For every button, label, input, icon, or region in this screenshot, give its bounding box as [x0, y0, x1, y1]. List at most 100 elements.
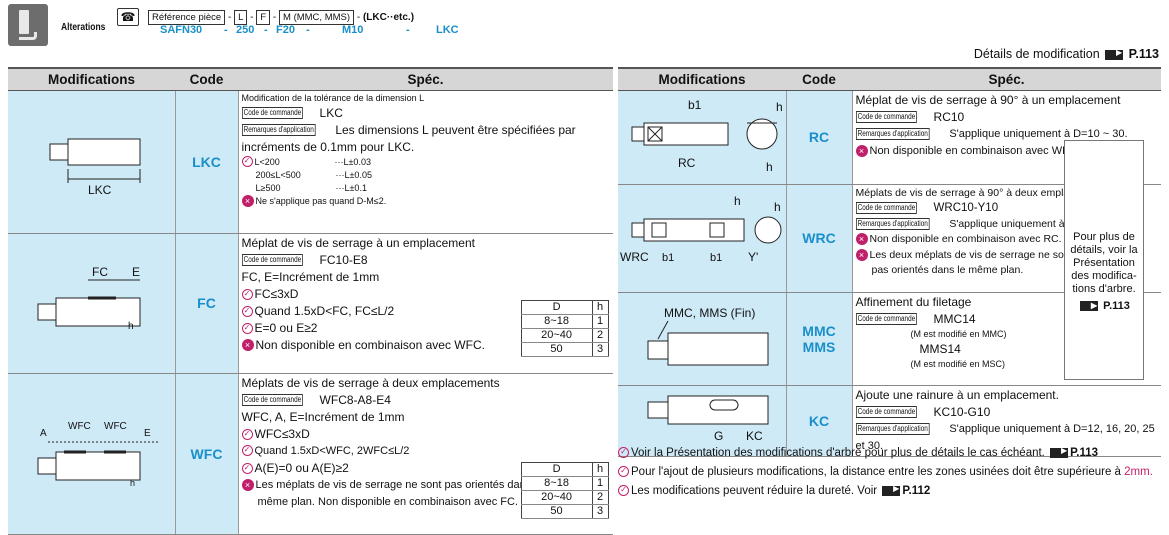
- dim-label: LKC: [88, 183, 112, 197]
- check-icon: ✓: [241, 322, 253, 334]
- left-spec-table: Modifications Code Spéc. LKC LKC Modific…: [8, 67, 613, 535]
- svg-text:G: G: [714, 429, 723, 443]
- phone-icon: ☎: [117, 8, 139, 26]
- page-ref-icon: [1105, 48, 1124, 60]
- page-ref-icon: [1080, 299, 1099, 312]
- table-row: A WFC WFC E h WFC Méplats de vis de serr…: [8, 373, 613, 535]
- wfc-shaft-drawing: A WFC WFC E h: [37, 421, 158, 488]
- svg-text:A: A: [40, 428, 47, 439]
- footnote: ✓Les modifications peuvent réduire la du…: [618, 484, 930, 497]
- col-modifications: Modifications: [8, 67, 175, 91]
- svg-text:h: h: [128, 321, 134, 332]
- svg-text:b1: b1: [688, 98, 702, 112]
- fc-shaft-drawing: FC E h: [37, 265, 141, 332]
- check-icon: ✓: [241, 445, 253, 457]
- side-note: Pour plus de détails, voir la Présentati…: [1064, 140, 1144, 380]
- svg-text:FC: FC: [92, 265, 108, 279]
- footnote: ✓Pour l'ajout de plusieurs modifications…: [618, 466, 1153, 478]
- part-value: F20: [276, 24, 295, 36]
- page-ref-icon: [882, 484, 901, 496]
- svg-text:E: E: [132, 265, 140, 279]
- alterations-logo-icon: [8, 4, 48, 46]
- svg-text:KC: KC: [746, 429, 763, 443]
- field-label: F: [256, 10, 271, 25]
- fc-description: Méplat de vis de serrage à un emplacemen…: [238, 233, 613, 374]
- page-ref-icon: [1050, 446, 1069, 458]
- fc-drawing: FC E h: [8, 233, 176, 374]
- svg-text:MMC, MMS (Fin): MMC, MMS (Fin): [664, 306, 755, 320]
- col-modifications: Modifications: [618, 67, 786, 91]
- table-row: b1 h RC h RC Méplat de vis de serrage à …: [618, 90, 1161, 185]
- footnote: ✓Voir la Présentation des modifications …: [618, 446, 1098, 459]
- svg-text:h: h: [774, 200, 781, 214]
- detail-link[interactable]: Détails de modification P.113: [974, 47, 1159, 61]
- field-label: M (MMC, MMS): [279, 10, 355, 25]
- code-wrc: WRC: [786, 184, 853, 293]
- lkc-shaft-drawing: LKC: [49, 138, 141, 197]
- check-icon: ✓: [241, 462, 253, 474]
- part-value: 250: [236, 24, 255, 36]
- svg-text:WRC: WRC: [620, 250, 649, 264]
- section-label: Alterations: [61, 22, 106, 33]
- part-number-header: Référence pièce - L - F - M (MMC, MMS) -…: [148, 10, 414, 25]
- code-rc: RC: [786, 90, 853, 185]
- mmc-shaft-drawing: MMC, MMS (Fin): [647, 306, 769, 365]
- col-spec: Spéc.: [852, 67, 1161, 91]
- prohibited-icon: ×: [241, 195, 254, 208]
- lkc-description: Modification de la tolérance de la dimen…: [238, 90, 613, 234]
- col-code: Code: [175, 67, 238, 91]
- col-code: Code: [786, 67, 852, 91]
- mmc-drawing: MMC, MMS (Fin): [618, 292, 787, 386]
- svg-text:Y': Y': [748, 250, 758, 264]
- svg-text:h: h: [766, 160, 773, 174]
- svg-text:WFC: WFC: [104, 421, 127, 432]
- svg-text:h: h: [734, 194, 741, 208]
- check-icon: ✓: [241, 155, 253, 167]
- kc-drawing: G KC: [618, 385, 787, 457]
- svg-text:h: h: [776, 100, 783, 114]
- prohibited-icon: ×: [241, 478, 254, 491]
- check-icon: ✓: [618, 466, 629, 478]
- wrc-shaft-drawing: h h WRC b1 b1 Y': [620, 194, 782, 264]
- check-icon: ✓: [241, 305, 253, 317]
- code-wfc: WFC: [175, 373, 239, 535]
- check-icon: ✓: [618, 485, 629, 497]
- kc-description: Ajoute une rainure à un emplacement. Cod…: [852, 385, 1161, 457]
- field-label: L: [234, 10, 248, 25]
- part-value: SAFN30: [160, 24, 203, 36]
- part-value: LKC: [436, 24, 459, 36]
- check-icon: ✓: [241, 428, 253, 440]
- field-label: Référence pièce: [148, 10, 226, 25]
- code-fc: FC: [175, 233, 239, 374]
- col-spec: Spéc.: [238, 67, 613, 91]
- code-lkc: LKC: [175, 90, 239, 234]
- svg-text:b1: b1: [710, 252, 722, 264]
- wfc-drawing: A WFC WFC E h: [8, 373, 176, 535]
- tail-label: (LKC··etc.): [362, 12, 415, 23]
- prohibited-icon: ×: [855, 248, 868, 261]
- kc-shaft-drawing: G KC: [647, 395, 769, 443]
- svg-text:h: h: [130, 478, 135, 488]
- table-row: LKC LKC Modification de la tolérance de …: [8, 90, 613, 234]
- check-icon: ✓: [618, 447, 629, 459]
- prohibited-icon: ×: [241, 339, 254, 352]
- svg-text:WFC: WFC: [68, 421, 91, 432]
- check-icon: ✓: [241, 288, 253, 300]
- wfc-description: Méplats de vis de serrage à deux emplace…: [238, 373, 613, 535]
- prohibited-icon: ×: [855, 233, 868, 246]
- lkc-drawing: LKC: [8, 90, 176, 234]
- svg-text:RC: RC: [678, 156, 696, 170]
- wrc-drawing: h h WRC b1 b1 Y': [618, 184, 787, 293]
- rc-shaft-drawing: b1 h RC h: [631, 98, 783, 174]
- svg-text:E: E: [144, 428, 151, 439]
- prohibited-icon: ×: [855, 144, 868, 157]
- code-kc: KC: [786, 385, 853, 457]
- rc-drawing: b1 h RC h: [618, 90, 787, 185]
- rc-description: Méplat de vis de serrage à 90° à un empl…: [852, 90, 1161, 185]
- table-row: FC E h FC Méplat de vis de serrage à un …: [8, 233, 613, 374]
- part-value: M10: [342, 24, 364, 36]
- table-row: G KC KC Ajoute une rainure à un emplacem…: [618, 385, 1161, 457]
